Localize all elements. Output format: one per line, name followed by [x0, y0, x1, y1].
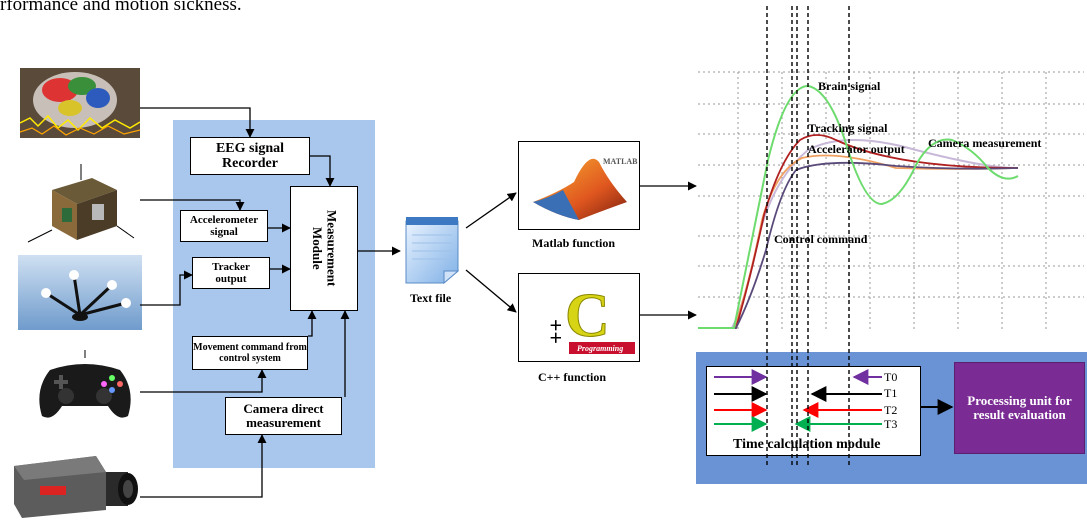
measurement-module-label: Measurement Module [310, 210, 340, 287]
matlab-logo-icon: MATLAB [533, 157, 638, 220]
tracking-signal-label: Tracking signal [808, 121, 888, 135]
caption-text: rformance and motion sickness. [0, 0, 242, 15]
movement-command-label: Movement command from control system [193, 342, 307, 364]
t1-label: T1 [884, 386, 897, 400]
accelerometer-image [22, 160, 140, 252]
camera-measurement-label: Camera direct measurement [243, 400, 324, 430]
accelerometer-box: Accelerometer signal [180, 210, 268, 242]
text-file-label: Text file [410, 291, 452, 305]
accelerometer-label: Accelerometer signal [189, 213, 259, 238]
gamepad-image [30, 350, 140, 425]
movement-command-box: Movement command from control system [192, 336, 308, 370]
matlab-logo-box: MATLAB [518, 141, 640, 230]
matlab-logo-text: MATLAB [603, 157, 638, 166]
timing-arrows: T0 T1 T2 T3 [714, 369, 954, 432]
camera-measurement-box: Camera direct measurement [225, 397, 342, 435]
processing-unit-label: Processing unit for result evaluation [967, 392, 1072, 422]
t2-label: T2 [884, 403, 897, 417]
eeg-recorder-label: EEG signal Recorder [215, 140, 285, 171]
accelerator-output-label: Accelerator output [808, 142, 905, 156]
cpp-logo-icon: ++ C Programming [543, 282, 635, 354]
tracker-label: Tracker output [212, 260, 250, 285]
tracker-image [18, 255, 142, 330]
cpp-logo-box: ++ C Programming [518, 273, 640, 362]
time-calculation-label: Time calculation module [733, 437, 881, 452]
matlab-function-label: Matlab function [532, 236, 616, 250]
cpp-programming-text: Programming [577, 344, 623, 353]
eeg-brain-image [20, 68, 140, 138]
camera-measurement-chart-label: Camera measurement [928, 136, 1041, 150]
response-chart: Brain signal Tracking signal Accelerator… [698, 71, 1084, 330]
tracker-box: Tracker output [192, 257, 270, 289]
camera-image [10, 450, 140, 520]
processing-unit-box: Processing unit for result evaluation [954, 362, 1085, 454]
t3-label: T3 [884, 417, 897, 431]
measurement-module-box: Measurement Module [290, 186, 358, 311]
control-command-label: Control command [774, 232, 868, 246]
cpp-c-letter: C [565, 282, 610, 350]
eeg-recorder-box: EEG signal Recorder [190, 137, 310, 175]
cpp-plus-text: ++ [543, 319, 568, 344]
cpp-function-label: C++ function [538, 370, 607, 384]
text-file-icon [405, 217, 460, 285]
t0-label: T0 [884, 370, 897, 384]
